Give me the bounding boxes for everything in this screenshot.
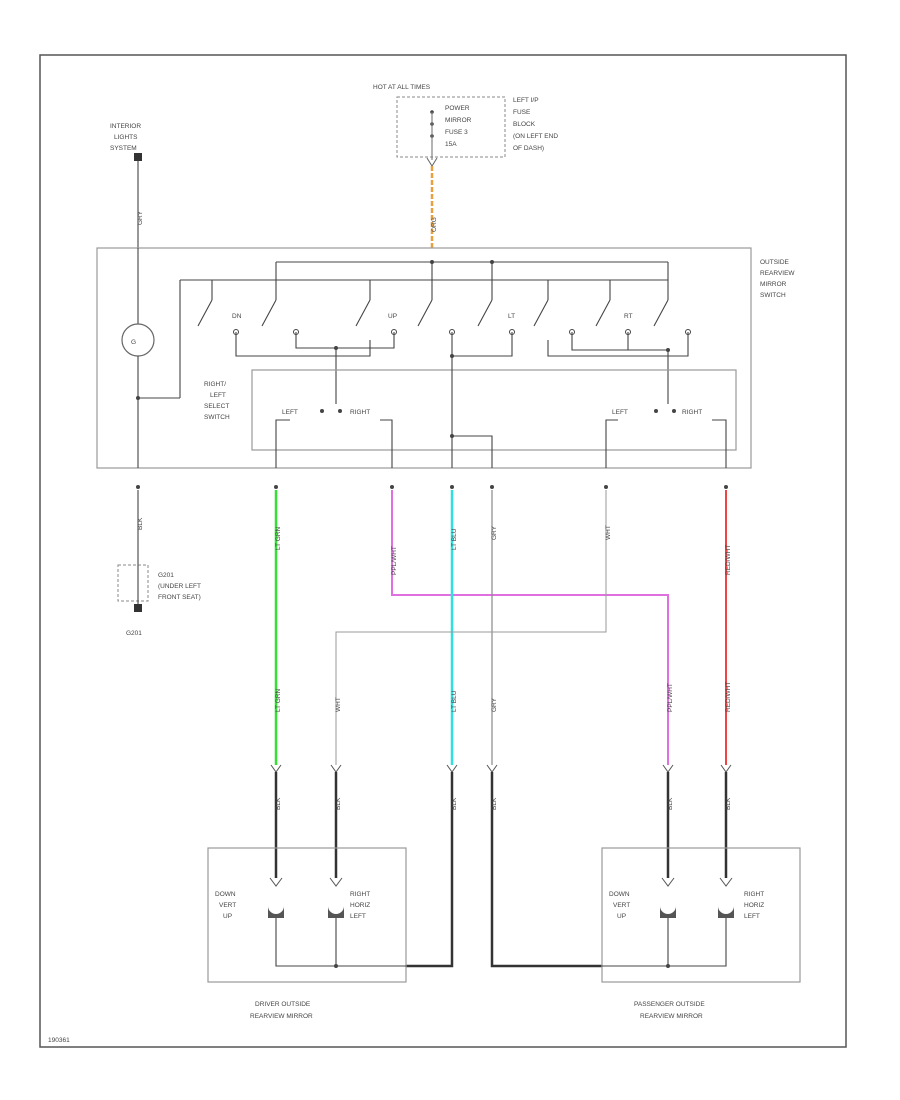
svg-text:HORIZ: HORIZ xyxy=(350,902,370,909)
feed-wire-label: ORG xyxy=(431,217,438,232)
fuse-hot-label: HOT AT ALL TIMES xyxy=(373,84,431,91)
fuse-block: HOT AT ALL TIMES POWER MIRROR FUSE 3 15A… xyxy=(373,84,558,167)
mirror-switch-assembly: OUTSIDE REARVIEW MIRROR SWITCH G xyxy=(96,247,795,469)
svg-text:PPL/WHT: PPL/WHT xyxy=(391,546,398,575)
svg-text:INTERIOR: INTERIOR xyxy=(110,123,141,130)
svg-text:UP: UP xyxy=(223,913,232,920)
svg-text:RIGHT: RIGHT xyxy=(350,891,370,898)
fuse-line-2: MIRROR xyxy=(445,117,472,124)
svg-text:RIGHT/: RIGHT/ xyxy=(204,381,226,388)
fuse-line-3: FUSE 3 xyxy=(445,129,468,136)
fuse-loc-2: FUSE xyxy=(513,109,531,116)
svg-text:BLK: BLK xyxy=(451,797,458,810)
svg-text:OUTSIDE: OUTSIDE xyxy=(760,259,790,266)
svg-text:VERT: VERT xyxy=(219,902,236,909)
svg-text:MIRROR: MIRROR xyxy=(760,281,787,288)
svg-text:WHT: WHT xyxy=(335,697,342,712)
select-right-2: RIGHT xyxy=(682,409,702,416)
switch-pos-lt: LT xyxy=(508,313,515,320)
svg-text:HORIZ: HORIZ xyxy=(744,902,764,909)
diagram-frame xyxy=(39,54,847,1048)
svg-text:PPL/WHT: PPL/WHT xyxy=(667,683,674,712)
svg-text:DRIVER OUTSIDE: DRIVER OUTSIDE xyxy=(255,1001,311,1008)
svg-text:BLK: BLK xyxy=(275,797,282,810)
svg-text:BLK: BLK xyxy=(491,797,498,810)
svg-text:SWITCH: SWITCH xyxy=(760,292,786,299)
illum-wire-label: GRY xyxy=(137,210,144,225)
switch-pos-up: UP xyxy=(388,313,397,320)
svg-text:LEFT: LEFT xyxy=(210,392,226,399)
svg-text:SYSTEM: SYSTEM xyxy=(110,145,137,152)
svg-text:FRONT SEAT): FRONT SEAT) xyxy=(158,594,201,601)
svg-text:BLK: BLK xyxy=(335,797,342,810)
svg-text:LEFT: LEFT xyxy=(350,913,366,920)
switch-pos-rt: RT xyxy=(624,313,633,320)
fuse-loc-5: OF DASH) xyxy=(513,145,544,152)
select-right-1: RIGHT xyxy=(350,409,370,416)
svg-text:BLK: BLK xyxy=(725,797,732,810)
svg-text:SWITCH: SWITCH xyxy=(204,414,230,421)
svg-text:DOWN: DOWN xyxy=(215,891,236,898)
svg-text:LIGHTS: LIGHTS xyxy=(114,134,138,141)
fuse-line-1: POWER xyxy=(445,105,470,112)
driver-mirror: DOWN VERT UP RIGHT HORIZ LEFT DRIVER OUT… xyxy=(207,847,407,1020)
svg-text:G201: G201 xyxy=(158,572,174,579)
wire-wht: WHT WHT xyxy=(335,485,612,765)
fuse-line-4: 15A xyxy=(445,141,457,148)
svg-text:LT GRN: LT GRN xyxy=(275,526,282,550)
fuse-loc-1: LEFT I/P xyxy=(513,97,539,104)
mirror-connectors xyxy=(270,764,732,773)
svg-text:GRY: GRY xyxy=(491,697,498,712)
svg-text:DOWN: DOWN xyxy=(609,891,630,898)
svg-text:UP: UP xyxy=(617,913,626,920)
wire-gry: GRY GRY xyxy=(490,485,498,765)
svg-text:LT BLU: LT BLU xyxy=(451,690,458,712)
svg-text:GRY: GRY xyxy=(491,525,498,540)
svg-text:RED/WHT: RED/WHT xyxy=(725,682,732,712)
wire-lt-grn: LT GRN LT GRN xyxy=(274,485,282,765)
svg-text:SELECT: SELECT xyxy=(204,403,229,410)
svg-text:VERT: VERT xyxy=(613,902,630,909)
svg-text:LT GRN: LT GRN xyxy=(275,688,282,712)
svg-text:REARVIEW MIRROR: REARVIEW MIRROR xyxy=(640,1013,703,1020)
svg-text:(UNDER LEFT: (UNDER LEFT xyxy=(158,583,201,590)
svg-text:PASSENGER OUTSIDE: PASSENGER OUTSIDE xyxy=(634,1001,705,1008)
interior-lights-system: INTERIOR LIGHTS SYSTEM GRY xyxy=(110,123,144,248)
passenger-mirror: DOWN VERT UP RIGHT HORIZ LEFT PASSENGER … xyxy=(601,847,801,1020)
svg-text:RED/WHT: RED/WHT xyxy=(725,545,732,575)
fuse-loc-4: (ON LEFT END xyxy=(513,133,558,140)
blk-harness: BLK BLK BLK BLK BLK BLK xyxy=(274,772,732,968)
ground-label: G201 xyxy=(126,630,142,637)
svg-text:REARVIEW: REARVIEW xyxy=(760,270,795,277)
svg-text:REARVIEW MIRROR: REARVIEW MIRROR xyxy=(250,1013,313,1020)
svg-text:WHT: WHT xyxy=(605,525,612,540)
fuse-loc-3: BLOCK xyxy=(513,121,536,128)
ground-wire-label: BLK xyxy=(137,517,144,530)
svg-text:LT BLU: LT BLU xyxy=(451,528,458,550)
wire-lt-blu: LT BLU LT BLU xyxy=(450,485,458,765)
svg-text:LEFT: LEFT xyxy=(744,913,760,920)
switch-pos-dn: DN xyxy=(232,313,242,320)
select-left-1: LEFT xyxy=(282,409,298,416)
ground-circuit: BLK G201 (UNDER LEFT FRONT SEAT) G201 xyxy=(117,485,201,637)
figure-id: 190361 xyxy=(48,1037,70,1044)
svg-text:G: G xyxy=(131,339,136,346)
svg-text:RIGHT: RIGHT xyxy=(744,891,764,898)
wire-red-wht: RED/WHT RED/WHT xyxy=(724,485,732,765)
svg-text:BLK: BLK xyxy=(667,797,674,810)
wire-ppl-wht: PPL/WHT PPL/WHT xyxy=(390,485,674,765)
select-left-2: LEFT xyxy=(612,409,628,416)
